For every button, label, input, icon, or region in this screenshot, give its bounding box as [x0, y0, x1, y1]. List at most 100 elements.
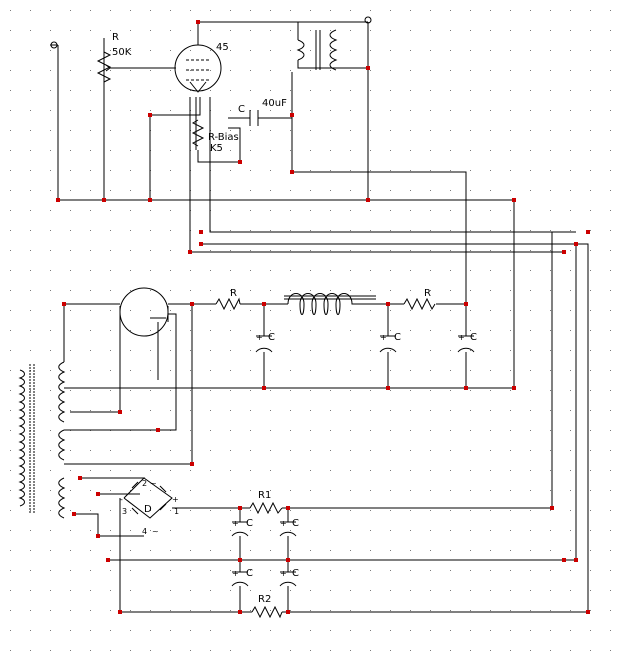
tube-name-label: 45	[216, 42, 229, 53]
bridge-pin4-label: 4	[142, 527, 147, 536]
junction-node	[238, 558, 242, 562]
bridge-capacitor-3-icon	[231, 571, 249, 587]
junction-node	[148, 198, 152, 202]
bridge-minus-label: -	[120, 495, 123, 504]
junction-node	[512, 198, 516, 202]
filter-resistor-1-icon	[215, 297, 241, 311]
filter-c2-label: C	[394, 332, 401, 343]
filter-c3-label: C	[470, 332, 477, 343]
junction-node	[190, 462, 194, 466]
cap-ref-label: C	[238, 104, 245, 115]
cap-value-label: 40uF	[262, 98, 287, 109]
pot-value-label: 50K	[112, 47, 132, 58]
junction-node	[188, 250, 192, 254]
junction-node	[238, 610, 242, 614]
bridge-capacitor-4-icon	[279, 571, 297, 587]
junction-node	[574, 242, 578, 246]
bridge-tilde-bottom-label: ~	[152, 527, 159, 536]
bridge-pin1-label: 1	[174, 507, 179, 516]
bridge-r2-label: R2	[258, 594, 271, 605]
bridge-d-label: D	[144, 504, 152, 515]
filter-capacitor-3-icon	[457, 335, 475, 353]
bc3-label: C	[246, 568, 253, 579]
bc1-label: C	[246, 518, 253, 529]
junction-node	[96, 534, 100, 538]
bridge-pin3-label: 3	[122, 507, 127, 516]
junction-node	[72, 512, 76, 516]
junction-node	[262, 386, 266, 390]
junction-node	[199, 230, 203, 234]
rbias-value-label: K5	[210, 143, 223, 154]
power-transformer-icon	[18, 361, 66, 519]
junction-node	[196, 20, 200, 24]
choke-inductor-icon	[284, 293, 376, 315]
junction-node	[464, 386, 468, 390]
junction-node	[148, 113, 152, 117]
junction-node	[286, 558, 290, 562]
filter-capacitor-1-icon	[255, 335, 273, 353]
components	[18, 16, 475, 619]
bc1-plus-label: +	[232, 519, 239, 528]
filter-c3-plus-label: +	[458, 333, 465, 342]
grid-dots	[10, 10, 611, 651]
filter-capacitor-2-icon	[379, 335, 397, 353]
input-jack-icon	[50, 41, 58, 49]
junction-node	[102, 198, 106, 202]
junction-node	[286, 506, 290, 510]
resistor-r2-icon	[251, 605, 283, 619]
bc4-label: C	[292, 568, 299, 579]
potentiometer-icon	[96, 51, 112, 83]
junction-node	[562, 250, 566, 254]
filter-resistor-2-icon	[403, 297, 436, 311]
bridge-plus-label: +	[172, 495, 179, 504]
filter-r2-label: R	[424, 288, 431, 299]
junction-node	[366, 66, 370, 70]
bridge-capacitor-1-icon	[231, 521, 249, 537]
junction-node	[586, 610, 590, 614]
bc2-plus-label: +	[280, 519, 287, 528]
filter-c1-plus-label: +	[256, 333, 263, 342]
bridge-tilde-top-label: ~	[150, 479, 157, 488]
junction-node	[190, 302, 194, 306]
filter-c1-label: C	[268, 332, 275, 343]
filter-c2-plus-label: +	[380, 333, 387, 342]
junction-node	[290, 113, 294, 117]
junction-node	[562, 558, 566, 562]
bridge-rectifier-icon	[131, 481, 167, 515]
junction-node	[290, 170, 294, 174]
junction-node	[238, 506, 242, 510]
pot-ref-label: R	[112, 32, 119, 43]
junction-node	[78, 476, 82, 480]
junction-node	[262, 302, 266, 306]
bridge-pin2-label: 2	[142, 479, 147, 488]
bc2-label: C	[292, 518, 299, 529]
junction-node	[118, 610, 122, 614]
bc3-plus-label: +	[232, 569, 239, 578]
bridge-capacitor-2-icon	[279, 521, 297, 537]
bc4-plus-label: +	[280, 569, 287, 578]
junction-node	[199, 242, 203, 246]
junction-node	[586, 230, 590, 234]
junction-node	[118, 410, 122, 414]
junction-node	[464, 302, 468, 306]
junction-node	[386, 302, 390, 306]
bridge-r1-label: R1	[258, 490, 271, 501]
junction-node	[550, 506, 554, 510]
output-transformer-icon	[296, 16, 372, 71]
junction-node	[96, 492, 100, 496]
junction-node	[574, 558, 578, 562]
junction-node	[286, 610, 290, 614]
junction-node	[106, 558, 110, 562]
capacitor-40uf-icon	[249, 110, 259, 126]
junction-node	[62, 302, 66, 306]
junction-node	[238, 160, 242, 164]
junction-node	[156, 428, 160, 432]
junction-node	[386, 386, 390, 390]
resistor-r1-icon	[249, 501, 283, 515]
triode-tube-icon	[174, 44, 222, 92]
junction-nodes	[56, 20, 590, 614]
junction-node	[512, 386, 516, 390]
junction-node	[56, 198, 60, 202]
rectifier-tube-icon	[119, 287, 169, 337]
